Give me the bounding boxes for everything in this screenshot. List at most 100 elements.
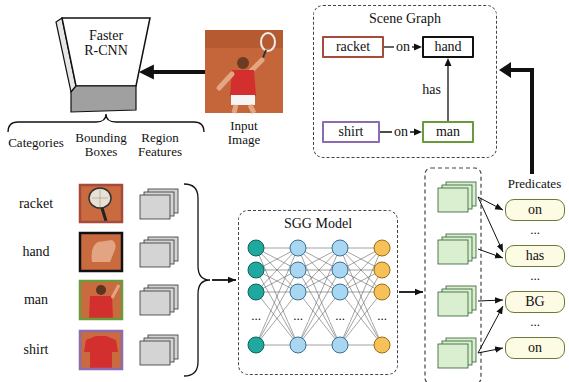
input-photo: [205, 30, 283, 113]
input-photo: [205, 30, 283, 48]
output-feature-stack: [438, 234, 476, 264]
edge-label: has: [420, 82, 443, 97]
network-neuron: [248, 262, 264, 278]
object-box: hand: [422, 36, 474, 58]
predicate-arrow: [478, 249, 503, 258]
input-photo: [205, 30, 283, 113]
object-box: racket: [322, 36, 384, 58]
connector: [447, 64, 448, 121]
bounding-box-thumbnail: [92, 189, 108, 207]
predicate-arrow: [478, 348, 503, 353]
input-photo: [219, 74, 232, 88]
bounding-box-thumbnail: [80, 233, 122, 271]
ellipsis: ...: [246, 309, 266, 322]
feature-brace: [184, 184, 210, 376]
region-feature-stack: [140, 189, 178, 365]
input-photo: [261, 33, 275, 51]
input-image: Input Image: [205, 30, 283, 152]
network-neuron: [248, 240, 264, 353]
region-feature-stack: [140, 189, 178, 219]
network-neuron: [248, 284, 264, 300]
ellipsis: ...: [505, 223, 565, 237]
predicate-arrow: [478, 197, 503, 353]
input-photo: [237, 57, 249, 69]
flow-arrow: [212, 279, 236, 281]
region-feature-stack: [140, 285, 178, 315]
output-arrow: [499, 62, 511, 78]
bounding-box-thumbnail: [84, 336, 118, 369]
edge-label: on: [394, 39, 412, 54]
predicate-arrow: [478, 306, 503, 353]
output-feature-panel: [425, 168, 481, 382]
arrowhead: [445, 58, 452, 66]
ellipsis: ...: [372, 309, 392, 322]
category-label: racket: [0, 196, 72, 211]
network-neuron: [290, 337, 306, 353]
arrowhead: [139, 65, 154, 80]
ellipsis: ...: [288, 309, 308, 322]
network-neuron: [374, 240, 390, 256]
input-photo: [234, 105, 254, 113]
output-feature-stack: [438, 338, 476, 368]
region-feature-stack: [140, 335, 178, 365]
object-box: man: [422, 121, 474, 143]
node-text: on: [528, 202, 542, 217]
predicate-box: on: [505, 199, 565, 221]
network-neuron: [374, 337, 390, 353]
node-text: BG: [525, 294, 544, 309]
bounding-box-thumbnail: [80, 281, 122, 319]
bounding-box-thumbnail: [80, 281, 122, 319]
flow-arrow: [399, 291, 423, 293]
node-text: man: [436, 124, 460, 139]
network-neuron: [332, 284, 348, 300]
node-text: Scene Graph: [314, 11, 496, 26]
output-feature-stack: [438, 182, 476, 368]
detector-brace: [8, 114, 204, 132]
category-label: hand: [0, 244, 72, 259]
network-neuron: [374, 262, 390, 278]
column-header: Predicates: [500, 177, 569, 191]
detector-shape: [62, 18, 150, 86]
input-photo: [231, 95, 255, 105]
ellipsis: ...: [505, 315, 565, 329]
predicate-box: has: [505, 245, 565, 267]
column-header: Bounding Boxes: [72, 131, 130, 160]
node-text: on: [528, 340, 542, 355]
bounding-box-thumbnail: [80, 331, 122, 369]
bounding-box-thumbnail: [96, 285, 106, 295]
node-text: racket: [336, 39, 370, 54]
network-neuron: [290, 240, 306, 256]
bounding-box-thumbnail: [112, 285, 119, 298]
predicate-arrow: [478, 197, 503, 252]
network-neuron: [248, 240, 264, 256]
ellipsis: ...: [505, 269, 565, 283]
detector-shape: [71, 86, 136, 112]
bounding-box-thumbnail: [80, 233, 122, 271]
network-neuron: [374, 284, 390, 300]
predicate-box: on: [505, 337, 565, 359]
bounding-box-thumbnail: [92, 240, 116, 262]
bounding-box-thumbnail: [89, 296, 113, 319]
column-header: Region Features: [132, 131, 188, 160]
edge-label: on: [392, 124, 410, 139]
category-label: man: [0, 292, 72, 307]
region-feature-stack: [140, 237, 178, 267]
node-text: Input Image: [219, 119, 269, 148]
object-box: shirt: [322, 121, 380, 143]
output-feature-panel: [425, 168, 481, 382]
connector: [445, 58, 452, 121]
network-neuron: [374, 240, 390, 353]
column-header: Categories: [0, 136, 72, 150]
ellipsis: ...: [330, 309, 350, 322]
node-text: Faster R-CNN: [82, 28, 130, 59]
output-feature-stack: [438, 286, 476, 316]
connector: [139, 65, 205, 80]
bounding-box-thumbnail: [102, 208, 106, 221]
connector: [151, 70, 205, 74]
arrowhead: [414, 129, 422, 136]
predicate-box: BG: [505, 291, 565, 313]
bounding-box-thumbnail: [80, 185, 122, 222]
network-neuron: [332, 337, 348, 353]
model-panel: SGG Model: [238, 210, 398, 375]
